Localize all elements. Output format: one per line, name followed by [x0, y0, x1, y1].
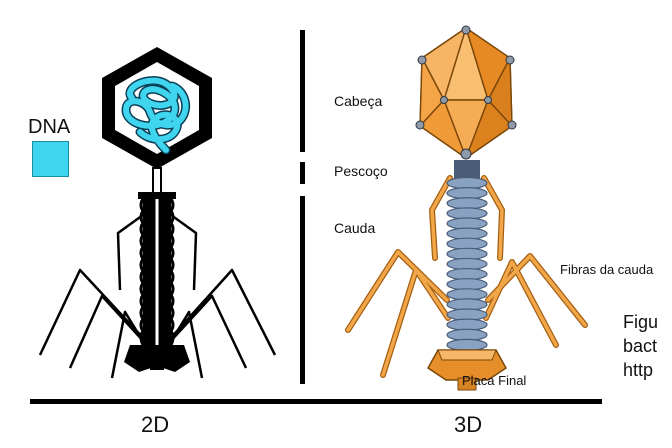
tail-ring [447, 228, 487, 239]
tail-ring [447, 248, 487, 259]
caption-line-3: http [623, 358, 672, 382]
tail-ring [447, 319, 487, 330]
tail-fibers-label: Fibras da cauda [560, 262, 653, 277]
label-2d: 2D [141, 412, 169, 438]
tail-ring [447, 238, 487, 249]
dna-label: DNA [28, 116, 70, 139]
tail-ring [447, 289, 487, 300]
phage-2d-neck [153, 168, 161, 194]
phage-2d-collar [138, 192, 176, 199]
phage-3d [348, 26, 585, 390]
tail-ring [447, 258, 487, 269]
tail-label: Cauda [334, 220, 375, 236]
tail-ring [447, 208, 487, 219]
tail-ring [447, 279, 487, 290]
tail-ring [447, 188, 487, 199]
tail-ring [447, 309, 487, 320]
phage-2d-tail [141, 199, 173, 345]
tail-ring [447, 339, 487, 350]
tail-ring [447, 198, 487, 209]
tail-ring [447, 329, 487, 340]
figure-caption: Figu bact http [623, 310, 672, 382]
tail-ring [447, 218, 487, 229]
base-plate-label: Placa Final [462, 373, 526, 388]
neck-label: Pescoço [334, 163, 388, 179]
phage-3d-tail [447, 160, 487, 350]
baseline-bar [30, 399, 602, 404]
label-3d: 3D [454, 412, 482, 438]
phage-3d-head [420, 28, 512, 158]
tail-ring [447, 269, 487, 280]
phage-2d-base-plate [124, 345, 190, 372]
tail-ring [447, 299, 487, 310]
dna-legend-swatch [32, 141, 69, 177]
tail-ring [447, 178, 487, 189]
section-divider [300, 30, 305, 384]
caption-line-1: Figu [623, 310, 672, 334]
phage-2d [40, 47, 275, 378]
head-label: Cabeça [334, 93, 382, 109]
caption-line-2: bact [623, 334, 672, 358]
